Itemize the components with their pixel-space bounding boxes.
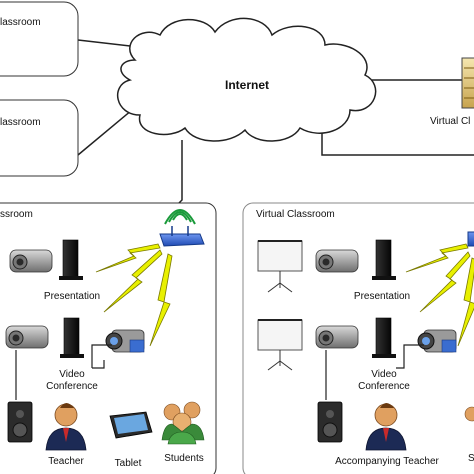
projector-icon-2 xyxy=(5,325,49,349)
accompanying-teacher-label: Accompanying Teacher xyxy=(335,456,439,467)
tablet-icon xyxy=(109,411,153,439)
right-partial-label: S xyxy=(468,453,474,464)
right-presentation-label: Presentation xyxy=(354,291,410,302)
left-presentation-label: Presentation xyxy=(44,291,100,302)
wireless-lightning-right xyxy=(405,243,474,347)
right-video-label-1: Video xyxy=(371,369,397,380)
server-label: Virtual Cl xyxy=(430,116,470,127)
classroom-box-1 xyxy=(0,1,79,77)
students-icon xyxy=(161,401,205,445)
video-camera-icon xyxy=(105,329,145,353)
projection-screen-icon-2 xyxy=(257,319,303,371)
left-video-label-1: Video xyxy=(59,369,85,380)
server-icon xyxy=(461,57,474,109)
left-video-label-2: Conference xyxy=(46,381,98,392)
classroom-box-2 xyxy=(0,99,79,177)
link-classroom1-internet xyxy=(77,39,131,47)
internet-cloud: Internet xyxy=(116,17,377,142)
video-camera-icon-right xyxy=(417,329,457,353)
router-icon xyxy=(159,209,205,247)
projector-icon xyxy=(9,249,53,273)
connection-lines xyxy=(77,39,474,213)
classroom-box-1-label: lassroom xyxy=(0,17,41,28)
teacher-label: Teacher xyxy=(48,456,84,467)
left-panel-wiring xyxy=(15,344,112,400)
tablet-label: Tablet xyxy=(115,458,142,469)
speaker-icon-right xyxy=(317,401,343,443)
projector-icon-right xyxy=(315,249,359,273)
computer-tower-icon-2 xyxy=(60,317,84,358)
teacher-icon xyxy=(45,403,87,451)
computer-tower-icon-right xyxy=(372,239,396,280)
right-panel-wiring xyxy=(325,344,424,400)
students-icon-right-partial xyxy=(464,406,474,422)
projection-screen-icon xyxy=(257,240,303,293)
right-panel-title: Virtual Classroom xyxy=(256,209,335,220)
right-video-label-2: Conference xyxy=(358,381,410,392)
internet-label: Internet xyxy=(225,78,269,92)
link-internet-left xyxy=(169,140,183,213)
wireless-lightning-left xyxy=(95,243,173,347)
computer-tower-icon xyxy=(59,239,83,280)
router-icon-right xyxy=(467,231,474,247)
computer-tower-icon-right-2 xyxy=(372,317,396,358)
projector-icon-right-2 xyxy=(315,325,359,349)
classroom-box-2-label: lassroom xyxy=(0,117,41,128)
speaker-icon xyxy=(7,401,33,443)
left-panel-title: ssroom xyxy=(0,209,33,220)
students-label: Students xyxy=(164,453,203,464)
link-internet-right xyxy=(321,125,474,156)
link-classroom2-internet xyxy=(77,109,133,156)
accompanying-teacher-icon xyxy=(365,403,407,451)
